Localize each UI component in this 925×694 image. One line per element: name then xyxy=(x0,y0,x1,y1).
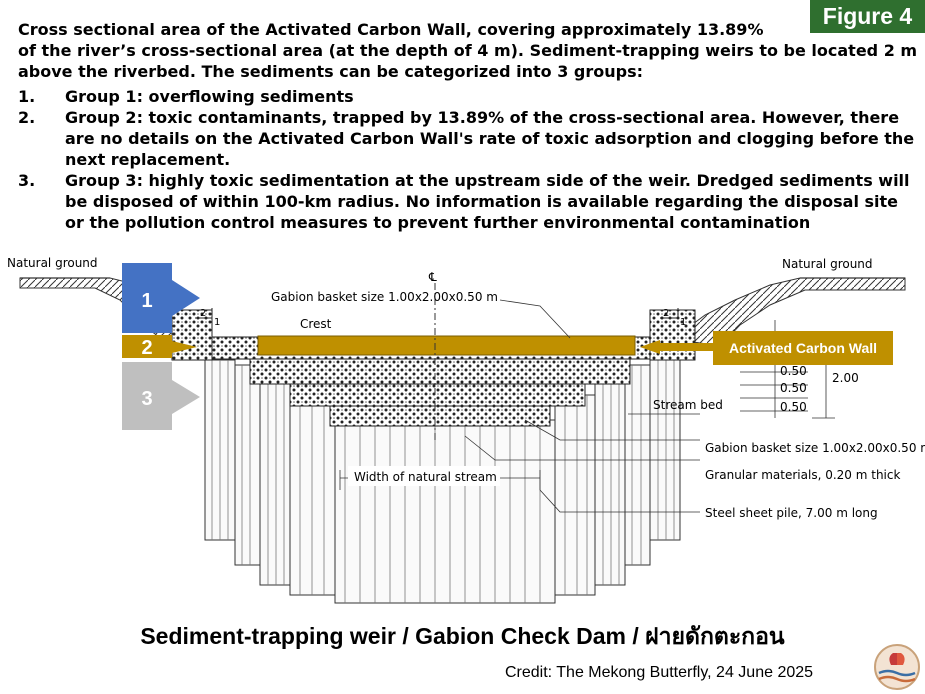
activated-carbon-wall-label: Activated Carbon Wall xyxy=(729,340,877,356)
svg-text:2: 2 xyxy=(141,337,152,359)
butterfly-logo-icon xyxy=(874,644,920,690)
natural-ground-left-label: Natural ground xyxy=(7,256,98,270)
activated-carbon-wall-bar xyxy=(257,335,636,356)
list-item: 3.Group 3: highly toxic sedimentation at… xyxy=(18,171,910,232)
crest-label: Crest xyxy=(300,317,332,331)
centerline: ℄ xyxy=(428,270,437,440)
slope-markers: 2 1 2 1 xyxy=(195,308,686,328)
dimension-layer: 0.50 xyxy=(780,381,807,395)
dimension-layer: 0.50 xyxy=(780,364,807,378)
centerline-symbol: ℄ xyxy=(428,270,437,284)
diagram-title: Sediment-trapping weir / Gabion Check Da… xyxy=(140,623,785,649)
svg-text:1: 1 xyxy=(141,290,152,312)
slope-label-left: 2 xyxy=(200,308,206,319)
dimension-layer: 0.50 xyxy=(780,400,807,414)
svg-text:3: 3 xyxy=(141,388,152,410)
sheet-pile-label: Steel sheet pile, 7.00 m long xyxy=(705,506,878,520)
slope-ratio-left: 1 xyxy=(214,317,220,328)
group-marker-2: 2 xyxy=(122,335,197,359)
granular-label: Granular materials, 0.20 m thick xyxy=(705,468,900,482)
group-marker-3: 3 xyxy=(122,362,200,430)
figure-label: Figure 4 xyxy=(810,0,925,33)
group-list: 1.Group 1: overflowing sediments 2.Group… xyxy=(18,86,918,233)
intro-line-1: Cross sectional area of the Activated Ca… xyxy=(18,20,764,39)
list-item: 1.Group 1: overflowing sediments xyxy=(18,87,354,106)
natural-ground-right-label: Natural ground xyxy=(782,257,873,271)
weir-cross-section-diagram: ℄ 2 1 2 1 Natural ground Natural ground … xyxy=(7,256,925,604)
credit-line: Credit: The Mekong Butterfly, 24 June 20… xyxy=(505,664,814,681)
steel-sheet-piles xyxy=(204,359,681,604)
intro-text: of the river’s cross-sectional area (at … xyxy=(18,41,918,81)
width-natural-stream-label: Width of natural stream xyxy=(354,470,497,484)
activated-carbon-wall-callout: Activated Carbon Wall xyxy=(640,331,893,365)
list-item: 2.Group 2: toxic contaminants, trapped b… xyxy=(18,108,915,169)
group-marker-1: 1 xyxy=(122,263,200,333)
dimension-total: 2.00 xyxy=(832,371,859,385)
slope-ratio-right: 1 xyxy=(680,317,686,328)
gabion-top-label: Gabion basket size 1.00x2.00x0.50 m xyxy=(271,290,498,304)
slope-label-right: 2 xyxy=(663,308,669,319)
gabion-right-label: Gabion basket size 1.00x2.00x0.50 m xyxy=(705,441,925,455)
stream-bed-label: Stream bed xyxy=(653,398,723,412)
